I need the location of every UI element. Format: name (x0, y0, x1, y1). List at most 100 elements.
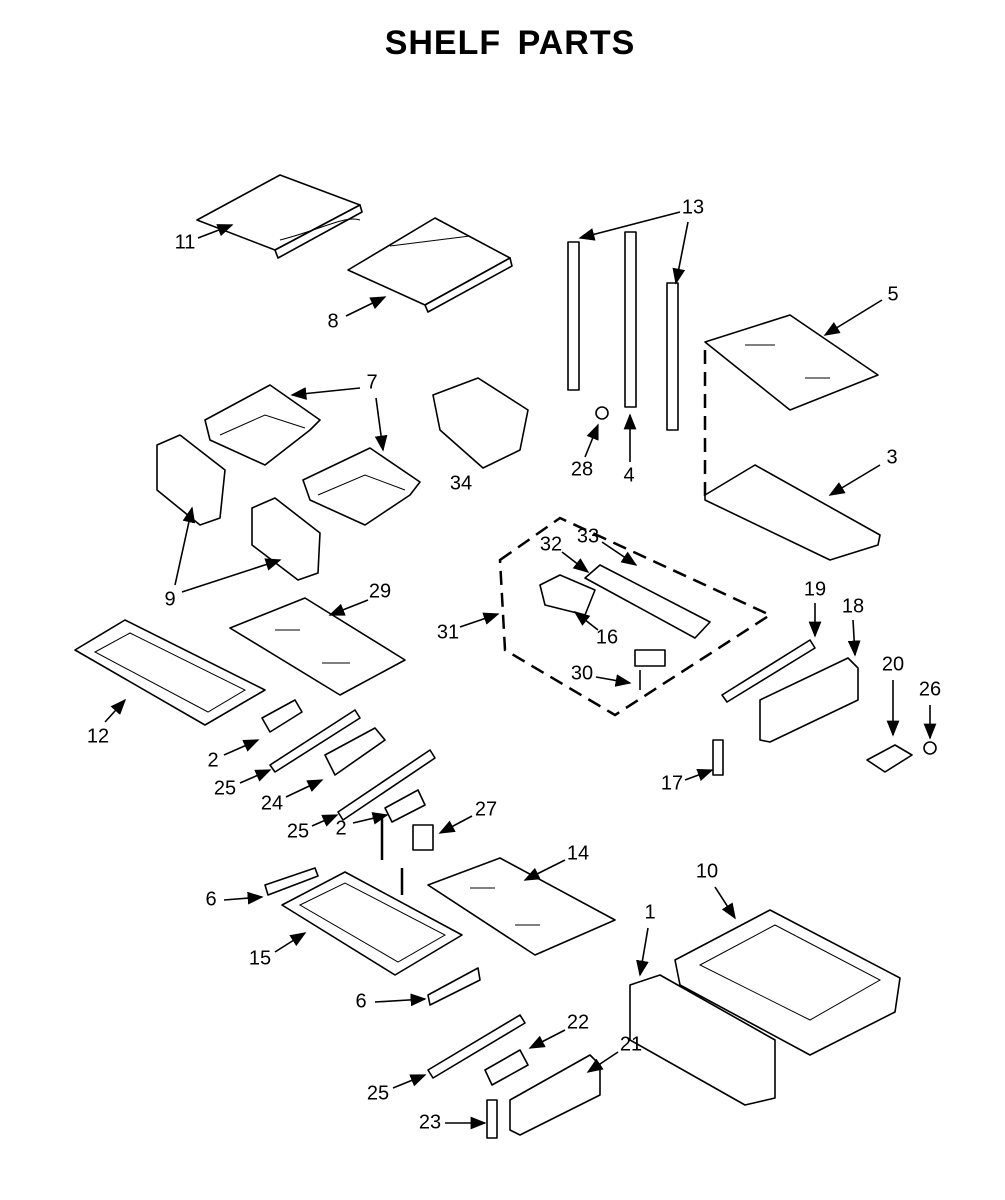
part-19-slide (721, 639, 816, 703)
part-18-bracket (759, 657, 859, 743)
part-21-bracket (509, 1054, 601, 1136)
part-13-rail-right (666, 282, 679, 431)
callout-label: 32 (540, 533, 562, 555)
callout-label: 15 (249, 947, 271, 969)
callout-arrow (573, 611, 599, 631)
callout-label: 14 (567, 842, 589, 864)
part-9-drawer-front-left (156, 434, 226, 526)
callout-arrow (239, 769, 272, 784)
part-17-spacer (712, 739, 724, 776)
callout-label: 23 (419, 1111, 441, 1133)
callout-label: 28 (571, 458, 593, 480)
callout-label: 17 (661, 772, 683, 794)
callout-arrow (290, 387, 361, 400)
callout-arrow (586, 1051, 619, 1073)
callout-arrow (181, 558, 282, 593)
callout-label: 26 (919, 678, 941, 700)
callout-label: 7 (366, 371, 377, 393)
callout-arrow (274, 932, 307, 953)
callout-arrow (828, 464, 881, 496)
part-11-shelf (196, 174, 363, 259)
callout-label: 6 (205, 888, 216, 910)
callout-label: 16 (596, 626, 618, 648)
callout-label: 12 (87, 725, 109, 747)
part-27-block (412, 824, 434, 851)
callout-arrow (345, 296, 387, 317)
part-34-bin (432, 377, 529, 469)
callout-arrow (438, 815, 473, 834)
callout-label: 18 (842, 595, 864, 617)
callout-arrow (174, 506, 196, 586)
callout-label: 11 (175, 231, 196, 253)
part-29-glass (229, 597, 406, 696)
part-13-rail-left (567, 241, 580, 391)
part-25-slide (269, 709, 361, 773)
callout-label: 4 (623, 464, 634, 486)
callout-arrow (459, 612, 500, 628)
callout-arrow (528, 1029, 566, 1049)
callout-arrow (636, 927, 649, 977)
callout-label: 30 (571, 662, 593, 684)
callout-label: 2 (335, 817, 346, 839)
callout-label: 27 (475, 798, 497, 820)
callout-arrow (197, 224, 234, 239)
callout-arrow (684, 768, 714, 782)
part-23-spacer (486, 1099, 498, 1139)
part-3-shelf-frame (704, 464, 881, 561)
callout-arrow (285, 779, 324, 798)
parts-illustrations (74, 174, 937, 1139)
callout-arrow (311, 814, 339, 827)
part-20-clip (866, 744, 913, 773)
callout-label: 34 (450, 472, 472, 494)
callout-label: 25 (367, 1082, 389, 1104)
callout-label: 8 (327, 310, 338, 332)
part-6-end-cap (264, 867, 319, 896)
callout-label: 5 (887, 283, 898, 305)
callout-arrow (104, 698, 127, 723)
part-2-bracket (261, 699, 303, 733)
callout-label: 9 (164, 588, 175, 610)
part-24-mount (324, 727, 386, 776)
callout-label: 31 (437, 621, 459, 643)
callout-label: 6 (355, 990, 366, 1012)
callout-label: 33 (577, 525, 599, 547)
callout-label: 24 (261, 792, 283, 814)
callout-arrow (374, 397, 388, 452)
callout-arrow (352, 812, 389, 825)
part-8-shelf (347, 217, 513, 313)
part-30-screw (634, 649, 666, 690)
callout-arrow (595, 674, 632, 687)
callout-label: 10 (696, 860, 718, 882)
callout-arrow (223, 891, 264, 905)
callout-arrow (823, 299, 883, 336)
callout-arrow (374, 993, 427, 1007)
callout-label: 29 (369, 580, 391, 602)
part-16-housing (539, 574, 596, 616)
part-25-slide-2 (337, 749, 436, 821)
callout-arrow (584, 423, 599, 458)
part-9-drawer-front-right (251, 497, 321, 581)
callout-arrow (392, 1074, 427, 1089)
part-33-cover (584, 564, 711, 639)
callout-label: 1 (644, 901, 655, 923)
callout-label: 20 (882, 653, 904, 675)
part-22-bracket (484, 1049, 529, 1086)
part-2-bracket-2 (384, 789, 426, 823)
part-7-crisper-drawer-left (204, 384, 321, 466)
part-14-glass (427, 857, 616, 956)
part-10-drawer (674, 909, 901, 1056)
part-26-screw (923, 741, 937, 755)
callout-label: 25 (287, 820, 309, 842)
diagram-title: SHELF PARTS (384, 24, 636, 62)
callout-arrow (328, 599, 369, 616)
part-6-end-cap-2 (427, 967, 481, 1006)
part-15-frame (281, 871, 463, 976)
callout-label: 13 (682, 196, 704, 218)
callout-arrow (714, 886, 736, 920)
part-1-drawer-front (629, 974, 776, 1106)
callout-label: 25 (214, 777, 236, 799)
callout-arrow (223, 739, 260, 756)
callout-label: 21 (620, 1033, 642, 1055)
part-25-slide-3 (427, 1014, 526, 1079)
